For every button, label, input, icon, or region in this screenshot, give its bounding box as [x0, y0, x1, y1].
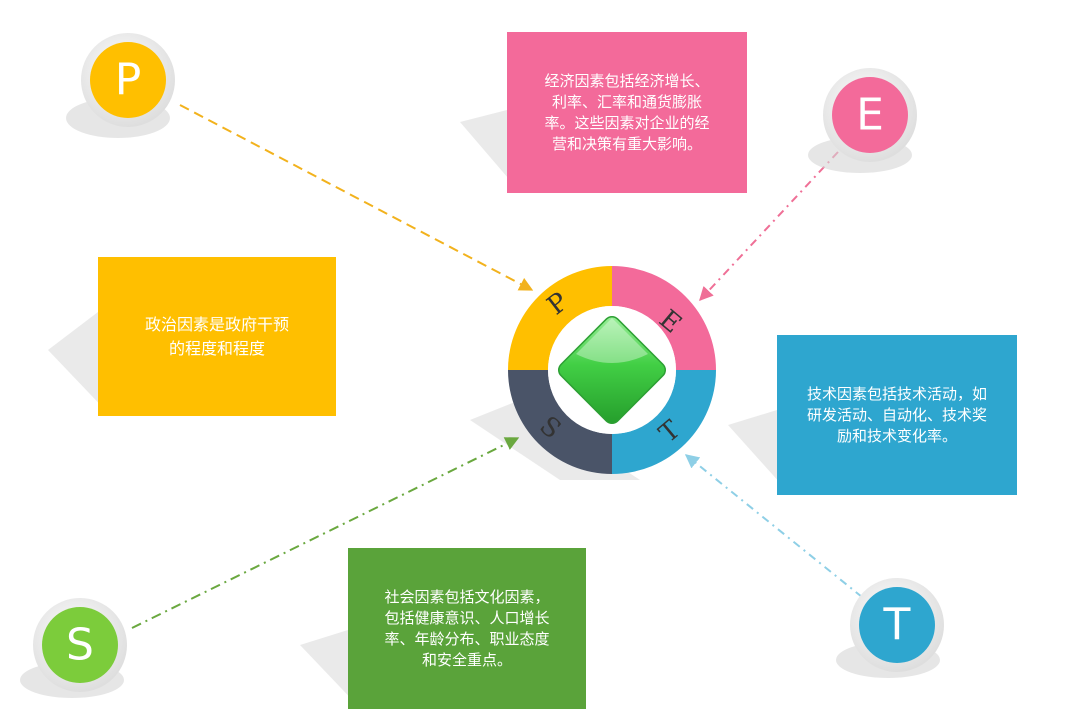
social-text-line: 率、年龄分布、职业态度: [384, 629, 550, 648]
political-text-line: 政治因素是政府干预: [144, 314, 289, 334]
economic-text-line: 率。这些因素对企业的经: [544, 113, 710, 132]
economic-text-line: 营和决策有重大影响。: [551, 134, 702, 153]
center-ring: P E T S: [508, 266, 716, 474]
technological-text-line: 研发活动、自动化、技术奖: [806, 405, 987, 424]
ring-segment-p: [508, 266, 612, 370]
badge-letter-e: E: [856, 90, 884, 141]
political-factor-box: 政治因素是政府干预 的程度和程度: [98, 257, 336, 416]
technological-text-line: 技术因素包括技术活动，如: [806, 384, 987, 403]
economic-text-line: 经济因素包括经济增长、: [544, 71, 710, 90]
connector-t: [684, 454, 863, 598]
badge-letter-t: T: [883, 600, 911, 651]
badge-e: E: [808, 68, 917, 173]
social-text-line: 和安全重点。: [421, 650, 512, 669]
ring-segment-s: [508, 370, 612, 474]
badge-t: T: [836, 578, 944, 678]
technological-text-line: 励和技术变化率。: [836, 426, 957, 445]
economic-factor-box: 经济因素包括经济增长、 利率、汇率和通货膨胀 率。这些因素对企业的经 营和决策有…: [507, 32, 747, 193]
social-text-line: 社会因素包括文化因素，: [384, 587, 550, 606]
badge-p: P: [66, 33, 175, 138]
technological-factor-box: 技术因素包括技术活动，如 研发活动、自动化、技术奖 励和技术变化率。: [777, 335, 1017, 495]
political-text-line: 的程度和程度: [168, 338, 265, 358]
badge-letter-p: P: [115, 55, 142, 106]
connector-e: [699, 151, 839, 302]
connector-p: [179, 104, 534, 291]
ring-segment-t: [612, 370, 716, 474]
center-diamond: [557, 315, 667, 425]
ring-segment-e: [612, 266, 716, 370]
economic-text-line: 利率、汇率和通货膨胀: [551, 92, 702, 111]
connector-s: [131, 437, 520, 629]
social-factor-box: 社会因素包括文化因素， 包括健康意识、人口增长 率、年龄分布、职业态度 和安全重…: [348, 548, 586, 709]
social-text-line: 包括健康意识、人口增长: [384, 608, 550, 627]
badge-s: S: [20, 598, 127, 698]
badge-letter-s: S: [66, 620, 94, 671]
